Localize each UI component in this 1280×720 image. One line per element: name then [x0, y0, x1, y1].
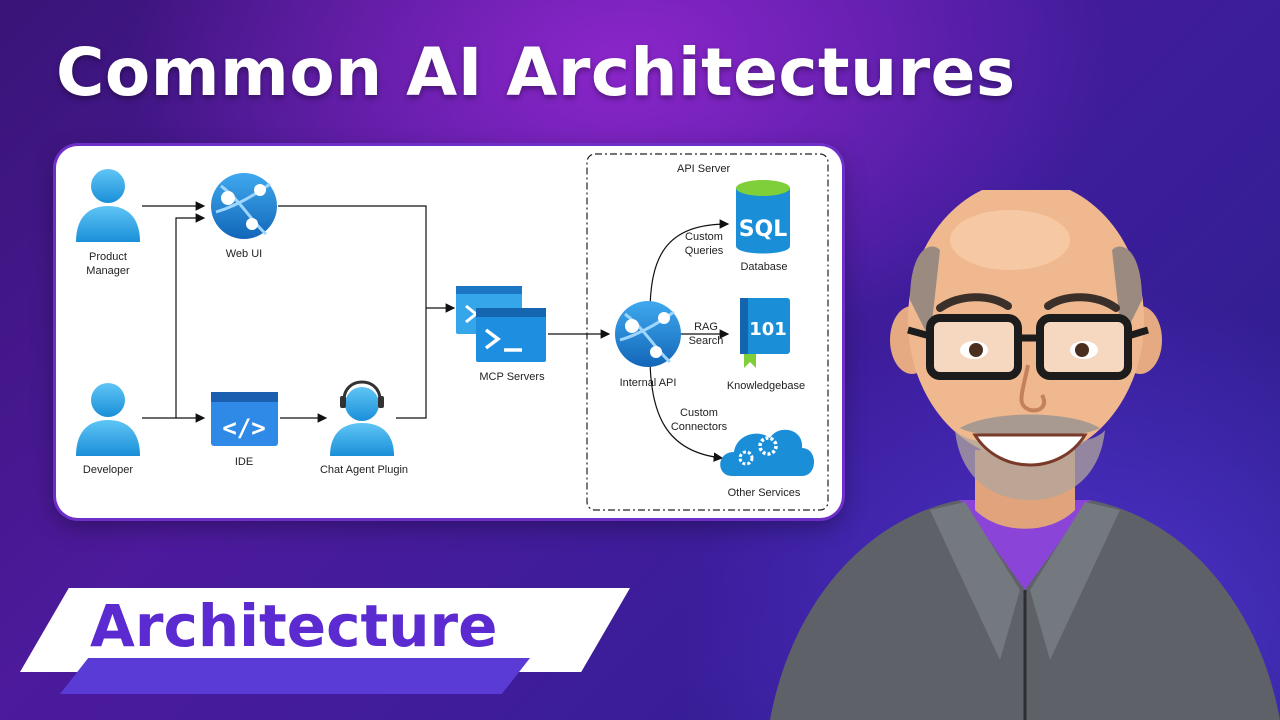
product-manager-label-1: Product: [89, 251, 127, 263]
banner-label: Architecture: [90, 592, 498, 660]
web-ui-label: Web UI: [226, 248, 262, 260]
knowledgebase-label: Knowledgebase: [727, 380, 805, 392]
custom-queries-label-2: Queries: [685, 245, 724, 257]
sql-text: SQL: [739, 217, 788, 242]
ide-label: IDE: [235, 456, 253, 468]
api-server-label: API Server: [677, 163, 731, 175]
product-manager-label-2: Manager: [86, 265, 130, 277]
custom-connectors-label-2: Connectors: [671, 421, 728, 433]
web-ui-icon: [211, 173, 277, 239]
mcp-servers-label: MCP Servers: [479, 371, 545, 383]
svg-text:</>: </>: [222, 414, 265, 442]
ide-icon: </>: [211, 392, 278, 446]
internal-api-label: Internal API: [620, 377, 677, 389]
rag-search-label-1: RAG: [694, 321, 718, 333]
connector-lines: [142, 201, 730, 462]
custom-connectors-label-1: Custom: [680, 407, 718, 419]
chat-agent-plugin-icon: [330, 380, 394, 456]
custom-queries-label-1: Custom: [685, 231, 723, 243]
product-manager-icon: [76, 169, 140, 242]
rag-search-label-2: Search: [689, 335, 724, 347]
chat-agent-plugin-label: Chat Agent Plugin: [320, 464, 408, 476]
database-icon: SQL: [736, 180, 790, 254]
presenter-illustration: [770, 190, 1280, 720]
api-server-group: [586, 153, 829, 511]
mcp-servers-icon: [456, 286, 546, 362]
architecture-diagram: API Server Product Manager Developer Web…: [56, 146, 842, 518]
other-services-icon: [720, 429, 814, 476]
page-title: Common AI Architectures: [56, 34, 1016, 111]
other-services-label: Other Services: [728, 487, 801, 499]
book-101-text: 101: [749, 319, 787, 340]
developer-label: Developer: [83, 464, 133, 476]
banner-accent: [60, 658, 530, 694]
internal-api-icon: [615, 301, 681, 367]
diagram-canvas: API Server Product Manager Developer Web…: [76, 153, 829, 511]
database-label: Database: [740, 261, 787, 273]
knowledgebase-icon: 101: [740, 298, 790, 368]
developer-icon: [76, 383, 140, 456]
